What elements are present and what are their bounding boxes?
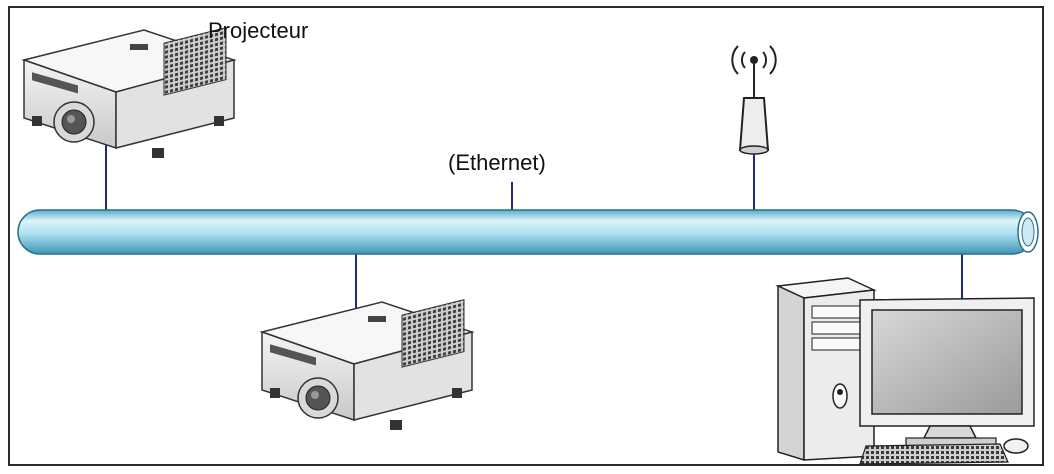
ethernet-label: (Ethernet) bbox=[448, 150, 546, 175]
ethernet-cable bbox=[17, 209, 1039, 255]
projector-icon bbox=[259, 299, 475, 430]
connector-lines bbox=[105, 140, 963, 312]
projector-icon bbox=[21, 27, 237, 158]
desktop-computer-icon bbox=[775, 277, 1035, 465]
projector-label: Projecteur bbox=[208, 18, 309, 43]
wireless-antenna-icon bbox=[731, 45, 777, 155]
